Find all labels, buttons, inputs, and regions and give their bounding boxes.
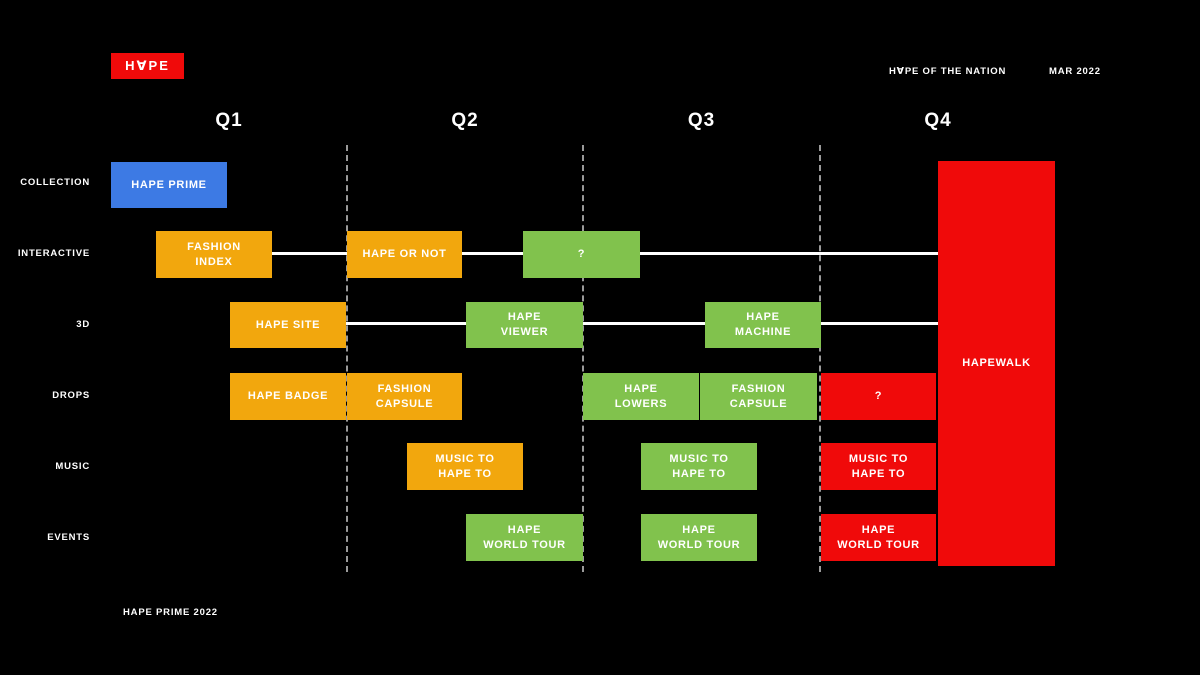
header-title: H∀PE OF THE NATION <box>889 66 1007 77</box>
row-label-events: EVENTS <box>47 532 90 543</box>
roadmap-box-hape-prime: HAPE PRIME <box>111 162 227 208</box>
roadmap-box-music-to-hape-to-q3: MUSIC TO HAPE TO <box>641 443 757 490</box>
roadmap-box-fashion-index: FASHION INDEX <box>156 231 272 278</box>
roadmap-box-hape-world-tour-q3: HAPE WORLD TOUR <box>641 514 757 561</box>
row-label-music: MUSIC <box>55 461 90 472</box>
row-label-3d: 3D <box>76 319 90 330</box>
roadmap-box-hape-world-tour-q2: HAPE WORLD TOUR <box>466 514 583 561</box>
row-label-collection: COLLECTION <box>20 177 90 188</box>
row-label-interactive: INTERACTIVE <box>17 248 90 259</box>
connector-line-3d <box>346 322 938 325</box>
header-date: MAR 2022 <box>1049 66 1101 77</box>
footer-note: HAPE PRIME 2022 <box>123 607 218 618</box>
roadmap-box-music-to-hape-to-q4: MUSIC TO HAPE TO <box>821 443 936 490</box>
roadmap-box-fashion-capsule-q2: FASHION CAPSULE <box>347 373 462 420</box>
roadmap-box-hapewalk: HAPEWALK <box>938 161 1055 566</box>
roadmap-box-hape-site: HAPE SITE <box>230 302 346 348</box>
row-label-drops: DROPS <box>52 390 90 401</box>
roadmap-box-hape-or-not: HAPE OR NOT <box>347 231 462 278</box>
quarter-header-q1: Q1 <box>215 110 243 131</box>
roadmap-box-hape-viewer: HAPE VIEWER <box>466 302 583 348</box>
quarter-header-q4: Q4 <box>924 110 952 131</box>
roadmap-box-hape-lowers: HAPE LOWERS <box>583 373 699 420</box>
roadmap-box-hape-badge: HAPE BADGE <box>230 373 346 420</box>
roadmap-box-interactive-unknown: ? <box>523 231 640 278</box>
quarter-divider-q3-q4 <box>819 145 821 572</box>
roadmap-box-hape-machine: HAPE MACHINE <box>705 302 821 348</box>
roadmap-box-hape-world-tour-q4: HAPE WORLD TOUR <box>821 514 936 561</box>
roadmap-box-drops-unknown: ? <box>821 373 936 420</box>
quarter-divider-q2-q3 <box>582 145 584 572</box>
quarter-header-q3: Q3 <box>687 110 716 131</box>
quarter-divider-q1-q2 <box>346 145 348 572</box>
roadmap-box-fashion-capsule-q3: FASHION CAPSULE <box>700 373 817 420</box>
hape-logo: H∀PE <box>111 53 184 79</box>
quarter-header-q2: Q2 <box>451 110 479 131</box>
roadmap-box-music-to-hape-to-q2: MUSIC TO HAPE TO <box>407 443 523 490</box>
